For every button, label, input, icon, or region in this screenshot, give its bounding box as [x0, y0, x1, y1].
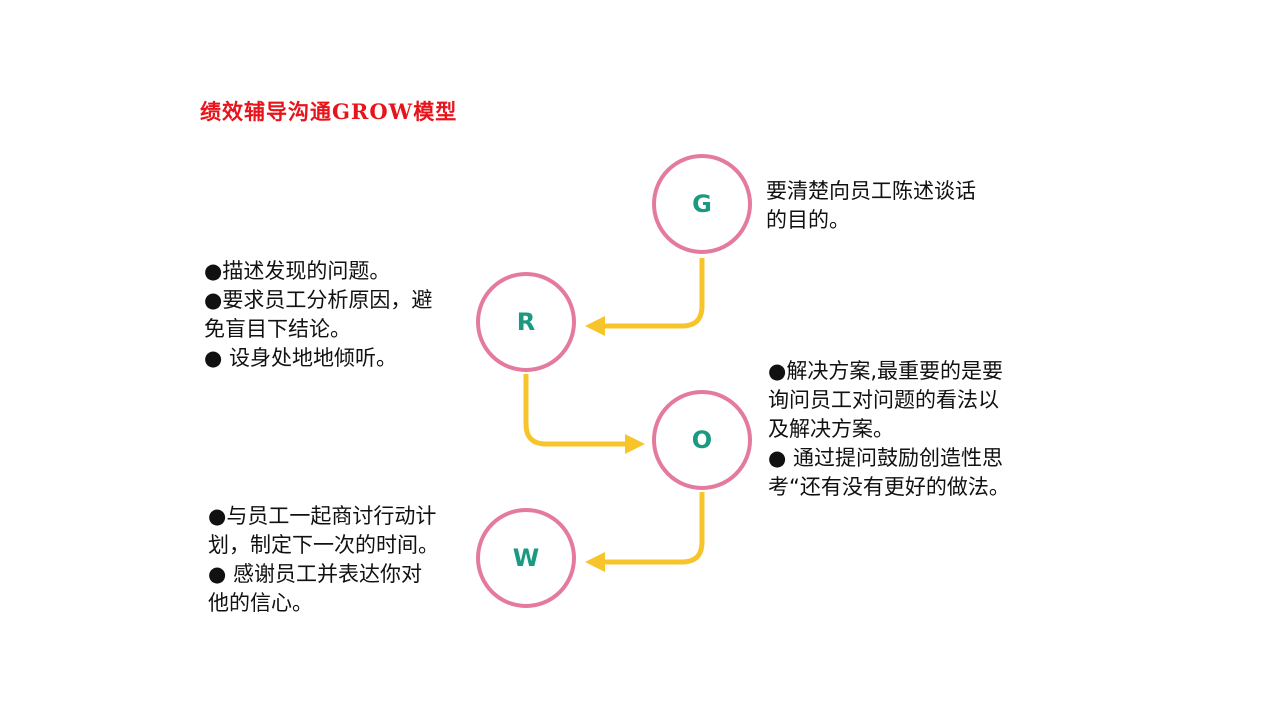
- arrow-o-to-w: [585, 492, 705, 572]
- node-r-letter: R: [516, 308, 536, 336]
- node-r-description: ●描述发现的问题。 ●要求员工分析原因，避 免盲目下结论。 ● 设身处地地倾听。: [204, 257, 432, 373]
- node-g-line: 要清楚向员工陈述谈话: [766, 179, 976, 203]
- node-r-line: 免盲目下结论。: [204, 317, 351, 341]
- slide-title: 绩效辅导沟通GROW模型: [200, 99, 458, 124]
- node-w-circle: W: [476, 508, 576, 608]
- node-r-line: ●要求员工分析原因，避: [204, 288, 433, 312]
- node-o-circle: O: [652, 390, 752, 490]
- node-g-description: 要清楚向员工陈述谈话 的目的。: [766, 177, 976, 235]
- node-o-line: 及解决方案。: [768, 417, 894, 441]
- node-g-letter: G: [692, 190, 712, 218]
- arrow-r-to-o: [523, 374, 645, 454]
- node-w-letter: W: [512, 544, 540, 572]
- node-w-line: 他的信心。: [208, 591, 313, 615]
- node-g-line: 的目的。: [766, 208, 850, 232]
- arrow-g-to-r: [585, 258, 705, 336]
- node-r-circle: R: [476, 272, 576, 372]
- node-g-circle: G: [652, 154, 752, 254]
- node-o-letter: O: [691, 426, 713, 454]
- node-r-line: ●描述发现的问题。: [204, 259, 391, 283]
- node-r-line: ● 设身处地地倾听。: [204, 346, 397, 370]
- node-w-description: ●与员工一起商讨行动计 划，制定下一次的时间。 ● 感谢员工并表达你对 他的信心…: [208, 502, 439, 618]
- node-w-line: 划，制定下一次的时间。: [208, 533, 439, 557]
- node-o-line: 考“还有没有更好的做法。: [768, 475, 1010, 499]
- node-o-line: ●解决方案,最重要的是要: [768, 359, 1003, 383]
- node-w-line: ●与员工一起商讨行动计: [208, 504, 437, 528]
- node-w-line: ● 感谢员工并表达你对: [208, 562, 422, 586]
- node-o-description: ●解决方案,最重要的是要 询问员工对问题的看法以 及解决方案。 ● 通过提问鼓励…: [768, 357, 1010, 502]
- node-o-line: 询问员工对问题的看法以: [768, 388, 999, 412]
- node-o-line: ● 通过提问鼓励创造性思: [768, 446, 1003, 470]
